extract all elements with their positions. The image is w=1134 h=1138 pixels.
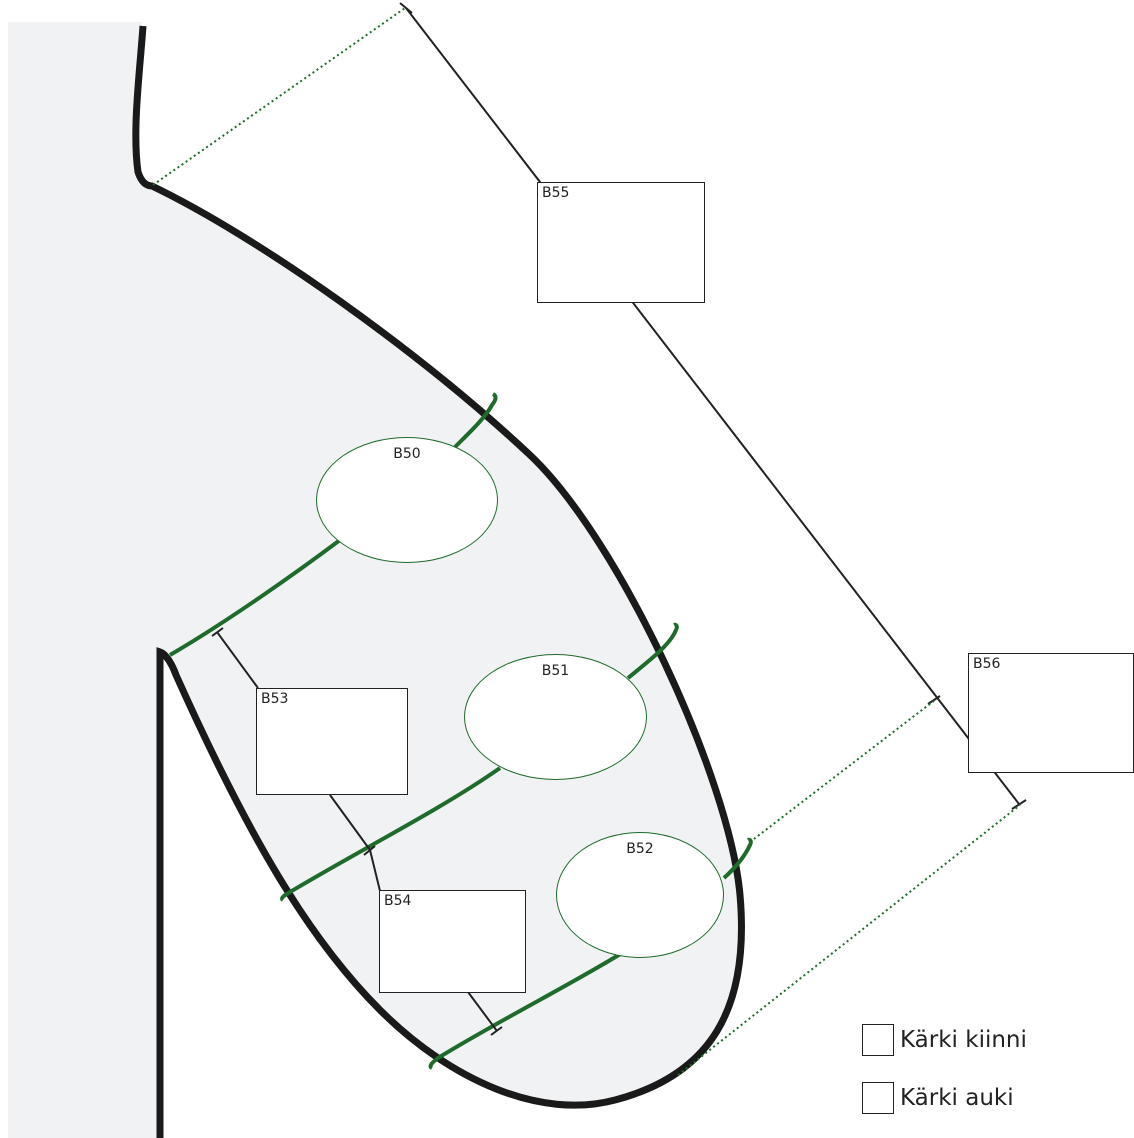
tip-closed-checkbox[interactable] (862, 1024, 894, 1056)
b53-leader-bottom (329, 794, 371, 851)
b55-field[interactable]: B55 (537, 182, 705, 303)
tip-open-checkbox[interactable] (862, 1082, 894, 1114)
b50-oval: B50 (316, 437, 498, 563)
b50-green-curve-end (453, 392, 498, 449)
b53-field[interactable]: B53 (256, 688, 408, 795)
b53-tick-top (211, 627, 224, 637)
b55-label: B55 (542, 185, 570, 201)
body-shaded-area (8, 22, 742, 1138)
b52-label: B52 (626, 841, 654, 857)
b51-green-curve-end (626, 622, 679, 680)
chest-upper-outline (132, 25, 745, 1138)
b52-green-curve (428, 951, 624, 1070)
b52-input[interactable] (590, 867, 690, 909)
b52-green-curve-end (722, 837, 753, 880)
b56-measure-tick-1 (927, 695, 941, 705)
b53-leader-top (216, 631, 259, 689)
b51-label: B51 (541, 663, 570, 679)
b51-input[interactable] (501, 689, 610, 731)
b56-field[interactable]: B56 (968, 653, 1134, 773)
b52-oval: B52 (556, 832, 724, 958)
b54-leader-top (369, 849, 381, 892)
b54-label: B54 (384, 893, 412, 909)
b56-label: B56 (973, 656, 1001, 672)
b54-input[interactable] (384, 913, 521, 988)
b53-input[interactable] (261, 711, 403, 790)
b53-label: B53 (261, 691, 289, 707)
b50-input[interactable] (353, 472, 461, 514)
legend-item-closed: Kärki kiinni (862, 1022, 1027, 1058)
tip-closed-label: Kärki kiinni (900, 1027, 1027, 1053)
b51-oval: B51 (464, 654, 647, 780)
tip-open-label: Kärki auki (900, 1085, 1014, 1111)
b54-leader-bottom (467, 991, 498, 1032)
b54-field[interactable]: B54 (379, 890, 526, 993)
b50-label: B50 (393, 446, 421, 462)
b55-leader-dotted (152, 7, 406, 186)
b50-green-curve (168, 538, 342, 657)
b55-measure-line (405, 7, 1020, 805)
b56-leader-dotted-1 (749, 699, 936, 843)
legend-item-open: Kärki auki (862, 1080, 1014, 1116)
b56-input[interactable] (973, 676, 1129, 768)
b54-tick-bottom (490, 1026, 503, 1036)
b55-input[interactable] (542, 205, 700, 298)
b51-green-curve (280, 766, 502, 902)
b56-measure-tick-2 (1011, 799, 1027, 810)
